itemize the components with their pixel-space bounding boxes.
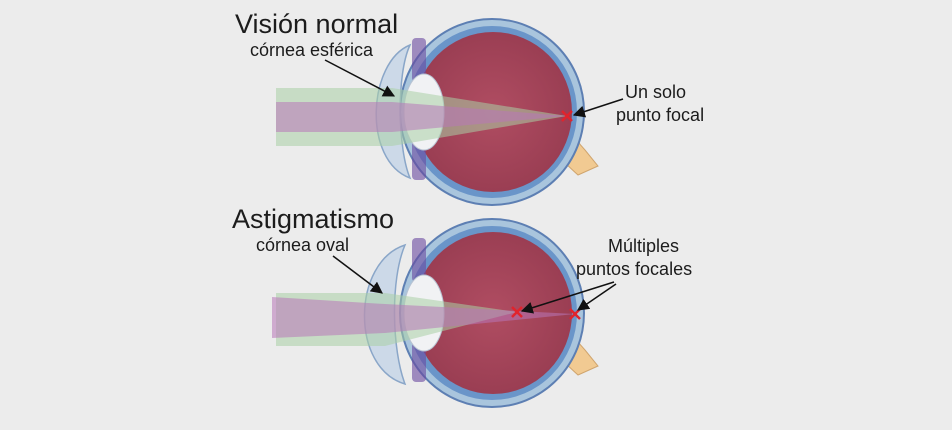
- normal-light-beams: [276, 88, 567, 146]
- iris-upper: [412, 238, 426, 282]
- normal-focal-label-line1: Un solo: [625, 82, 686, 102]
- astigmatism-title: Astigmatismo: [232, 204, 394, 234]
- astigmatism-focal-label-line2: puntos focales: [576, 259, 692, 279]
- normal-title: Visión normal: [235, 9, 398, 39]
- focal-pointer-arrow: [577, 283, 617, 311]
- focal-pointer-arrow: [572, 98, 624, 118]
- beam-purple: [272, 297, 575, 338]
- normal-focal-label-line2: punto focal: [616, 105, 704, 125]
- beam-purple: [276, 102, 567, 132]
- focal-point-x-mark: [561, 110, 573, 122]
- iris-upper: [412, 38, 426, 82]
- astigmatism-focal-label-line1: Múltiples: [608, 236, 679, 256]
- iris-lower: [412, 342, 426, 382]
- cornea-pointer-arrow: [332, 255, 383, 294]
- focal-pointer-arrow: [520, 281, 615, 314]
- astigmatism-light-beams: [272, 293, 575, 346]
- focal-point-x-mark: [511, 306, 523, 318]
- cornea-pointer-arrow: [324, 59, 396, 97]
- astigmatism-cornea-label: córnea oval: [256, 235, 349, 255]
- normal-cornea-label: córnea esférica: [250, 40, 374, 60]
